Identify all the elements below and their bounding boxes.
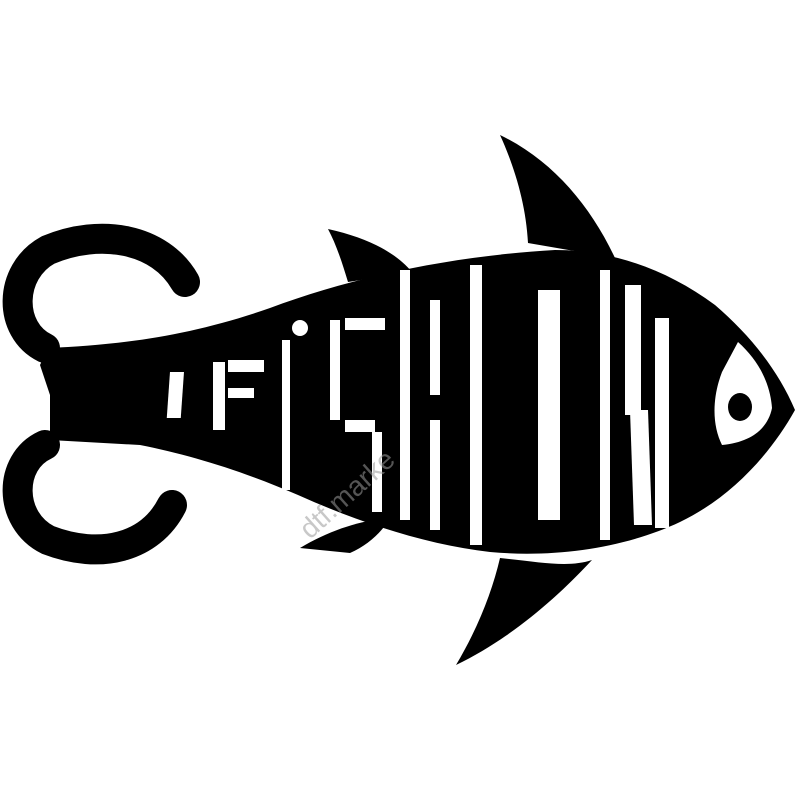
hook-bridge	[50, 362, 150, 420]
fish-head-cut	[714, 342, 772, 445]
dorsal-fin	[500, 135, 615, 258]
letter-h	[400, 270, 440, 530]
hook-barb-top	[98, 262, 140, 292]
hook-barb-bottom	[86, 496, 140, 512]
fish-eye-icon	[728, 393, 752, 421]
letter-n	[625, 285, 669, 528]
letter-i	[282, 320, 308, 490]
front-fin	[328, 229, 412, 282]
ventral-fin	[456, 558, 592, 665]
treble-hook-icon	[2, 223, 200, 565]
letter-f	[166, 360, 264, 430]
letter-o	[470, 265, 610, 545]
lower-fin	[300, 518, 390, 553]
letter-s	[330, 318, 385, 512]
